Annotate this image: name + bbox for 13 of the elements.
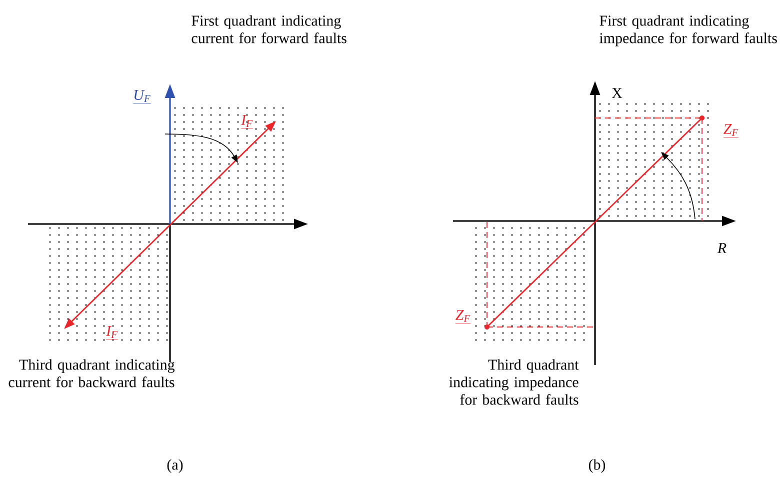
quadrant-note: Third quadrant indicating current for backward faults	[8, 359, 175, 388]
vector-label: I$_{F}$	[106, 326, 118, 340]
vector-label: U$_{F}$	[132, 90, 152, 104]
axis-label: R	[717, 243, 726, 253]
quadrant-note: First quadrant indicating current for forward faults	[192, 15, 346, 44]
vector-label: Z$_{F}$	[455, 310, 471, 324]
quadrant-note: First quadrant indicating impedance for forward faults	[600, 15, 777, 46]
vector-label: I$_{F}$	[240, 115, 254, 129]
quadrant-note: Third quadrant indicating impedance for backward faults	[449, 359, 579, 405]
vector-label: Z$_{F}$	[723, 124, 739, 138]
panel-label: (b)	[588, 459, 606, 473]
panel-label: (a)	[167, 459, 183, 473]
axis-label: X	[612, 88, 622, 98]
